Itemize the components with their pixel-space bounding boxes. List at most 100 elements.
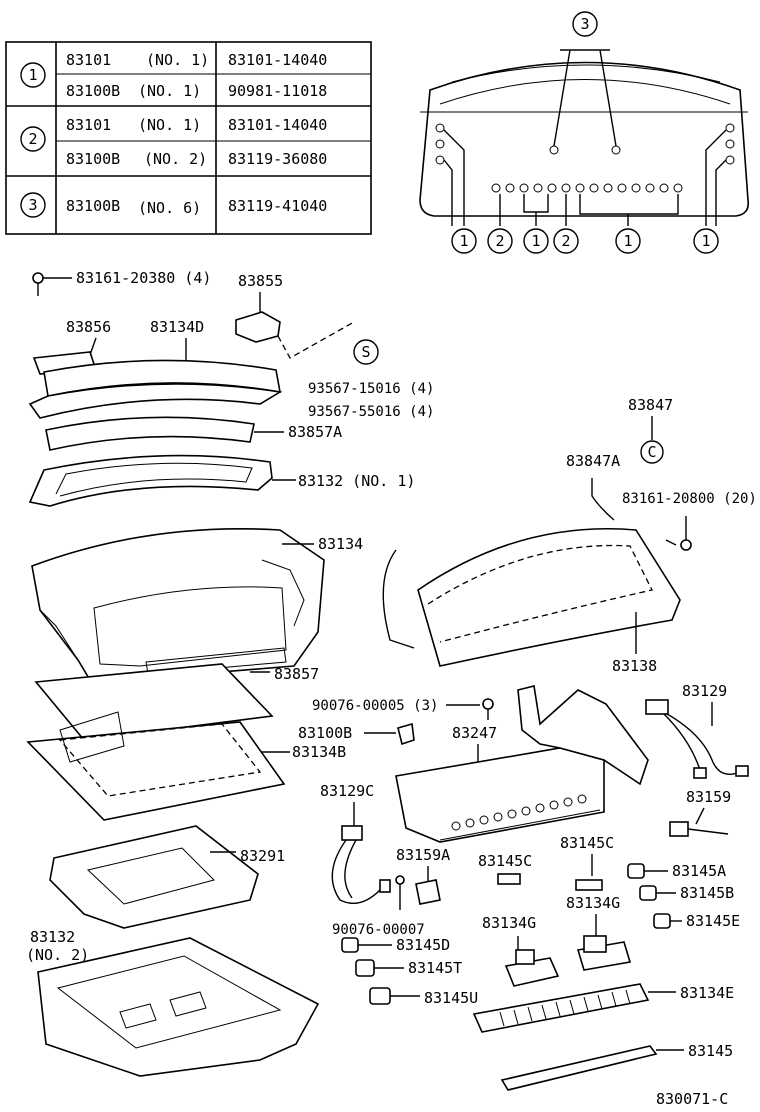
pad-83145U bbox=[369, 987, 391, 1005]
label-93567-55016: 93567-55016 (4) bbox=[308, 404, 434, 420]
table-part: 83100B bbox=[66, 150, 120, 168]
pad-83145C-left bbox=[497, 873, 521, 885]
marker-number: 3 bbox=[580, 15, 589, 33]
label-83134G-left: 83134G bbox=[482, 914, 536, 932]
screw-83161-20800 bbox=[665, 539, 692, 551]
table-spec: (NO. 1) bbox=[146, 51, 209, 69]
table-spec: (NO. 6) bbox=[138, 199, 201, 217]
label-83134B: 83134B bbox=[292, 743, 346, 761]
pad-83145C-right bbox=[575, 879, 603, 891]
label-83134G-right: 83134G bbox=[566, 894, 620, 912]
label-83129C: 83129C bbox=[320, 782, 374, 800]
diagram-code: 830071-C bbox=[656, 1090, 728, 1108]
label-83132-no2: 83132 bbox=[30, 928, 75, 946]
case-83132-no2 bbox=[37, 937, 320, 1077]
group-marker-bottom-5: 1 bbox=[615, 228, 641, 254]
marker-number: 2 bbox=[561, 232, 570, 250]
group-marker-bottom-2: 2 bbox=[487, 228, 513, 254]
table-part: 83100B bbox=[66, 82, 120, 100]
label-83100B: 83100B bbox=[298, 724, 352, 742]
table-number: 83101-14040 bbox=[228, 51, 327, 69]
board-83247 bbox=[395, 747, 605, 843]
label-83145U: 83145U bbox=[424, 989, 478, 1007]
tray-83134B bbox=[26, 721, 286, 821]
label-83855: 83855 bbox=[238, 272, 283, 290]
table-spec: (NO. 1) bbox=[138, 116, 201, 134]
label-83132-no2-sub: (NO. 2) bbox=[26, 946, 89, 964]
c-letter: C bbox=[647, 443, 656, 461]
bulb-table: 1 2 3 83101 (NO. 1) 83101-14040 83100B (… bbox=[5, 41, 372, 235]
pad-83145A bbox=[627, 863, 645, 879]
socket-83134G-left bbox=[504, 957, 560, 987]
pad-83145T bbox=[355, 959, 375, 977]
label-83159A: 83159A bbox=[396, 846, 450, 864]
connector-83134E bbox=[472, 983, 650, 1033]
screw-90076-00007 bbox=[395, 875, 405, 910]
label-83161-20800: 83161-20800 (20) bbox=[622, 491, 757, 507]
label-83145B: 83145B bbox=[680, 884, 734, 902]
marker-number: 2 bbox=[495, 232, 504, 250]
table-number: 83119-36080 bbox=[228, 150, 327, 168]
bar-83145 bbox=[500, 1045, 658, 1091]
marker-number: 1 bbox=[701, 232, 710, 250]
label-83247: 83247 bbox=[452, 724, 497, 742]
label-83134: 83134 bbox=[318, 535, 363, 553]
label-83145E: 83145E bbox=[686, 912, 740, 930]
label-90076-00005: 90076-00005 (3) bbox=[312, 698, 438, 714]
label-83134D: 83134D bbox=[150, 318, 204, 336]
table-part: 83100B bbox=[66, 197, 120, 215]
screw-90076-00005 bbox=[482, 698, 494, 720]
s-symbol: S bbox=[353, 339, 379, 365]
table-spec: (NO. 2) bbox=[144, 150, 207, 168]
label-83132-no1: 83132 (NO. 1) bbox=[298, 472, 415, 490]
marker-number: 1 bbox=[623, 232, 632, 250]
label-83161-20380: 83161-20380 (4) bbox=[76, 269, 211, 287]
label-83145T: 83145T bbox=[408, 959, 462, 977]
pad-83145B bbox=[639, 885, 657, 901]
table-number: 83101-14040 bbox=[228, 116, 327, 134]
group-circle-2: 2 bbox=[20, 126, 46, 152]
group-marker-bottom-6: 1 bbox=[693, 228, 719, 254]
label-83145C-left: 83145C bbox=[478, 852, 532, 870]
label-83129: 83129 bbox=[682, 682, 727, 700]
connector-83159 bbox=[669, 821, 729, 837]
glass-83138 bbox=[417, 527, 681, 667]
label-83138: 83138 bbox=[612, 657, 657, 675]
bracket-83855 bbox=[235, 311, 281, 343]
group-number: 3 bbox=[28, 196, 37, 214]
table-spec: (NO. 1) bbox=[138, 82, 201, 100]
connector-83159A bbox=[415, 879, 441, 905]
bracket-83247 bbox=[517, 685, 649, 786]
s-letter: S bbox=[361, 343, 370, 361]
group-marker-bottom-1: 1 bbox=[451, 228, 477, 254]
label-83145C-right: 83145C bbox=[560, 834, 614, 852]
label-83857A: 83857A bbox=[288, 423, 342, 441]
table-number: 90981-11018 bbox=[228, 82, 327, 100]
pad-83145D bbox=[341, 937, 359, 953]
label-83857: 83857 bbox=[274, 665, 319, 683]
group-marker-bottom-3: 1 bbox=[523, 228, 549, 254]
group-marker-top: 3 bbox=[572, 11, 598, 37]
table-number: 83119-41040 bbox=[228, 197, 327, 215]
panel-83857A bbox=[45, 416, 255, 451]
table-part: 83101 bbox=[66, 51, 111, 69]
label-83856: 83856 bbox=[66, 318, 111, 336]
group-circle-1: 1 bbox=[20, 62, 46, 88]
group-number: 2 bbox=[28, 130, 37, 148]
label-83145A: 83145A bbox=[672, 862, 726, 880]
group-marker-bottom-4: 2 bbox=[553, 228, 579, 254]
label-83145: 83145 bbox=[688, 1042, 733, 1060]
label-83847A: 83847A bbox=[566, 452, 620, 470]
lens-83857 bbox=[34, 663, 274, 741]
label-83145D: 83145D bbox=[396, 936, 450, 954]
label-93567-15016: 93567-15016 (4) bbox=[308, 381, 434, 397]
group-number: 1 bbox=[28, 66, 37, 84]
label-90076-00007: 90076-00007 bbox=[332, 922, 425, 938]
meter-rear-view: 3 1 2 1 2 1 1 bbox=[419, 11, 750, 254]
screw-83161-20380 bbox=[32, 272, 72, 296]
pad-83145E bbox=[653, 913, 671, 929]
marker-number: 1 bbox=[459, 232, 468, 250]
marker-number: 1 bbox=[531, 232, 540, 250]
table-part: 83101 bbox=[66, 116, 111, 134]
